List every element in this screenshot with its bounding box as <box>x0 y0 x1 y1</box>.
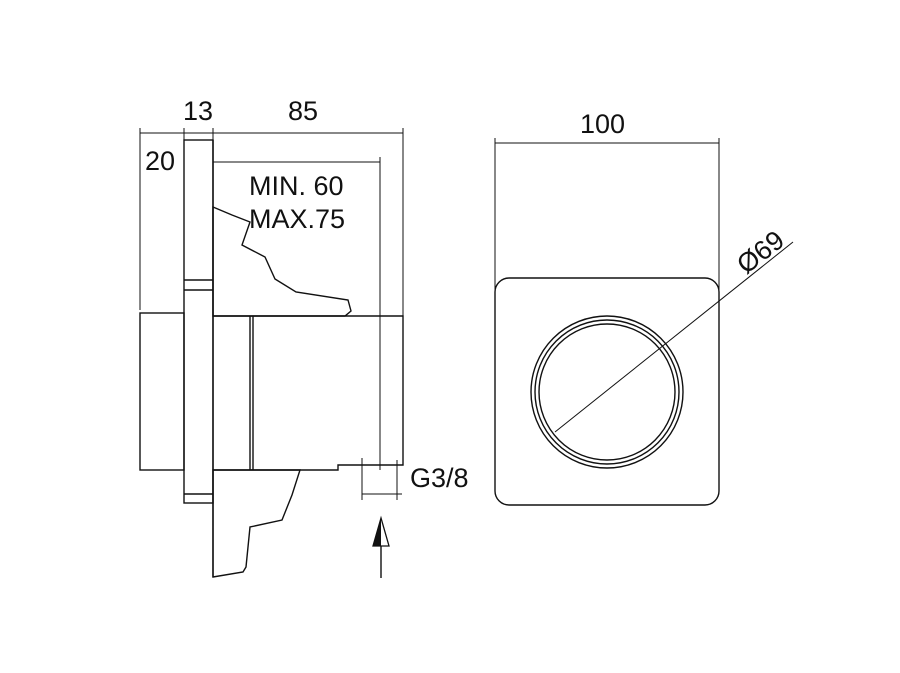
outer-ring <box>530 315 684 469</box>
front-cover <box>139 312 185 471</box>
thread-dimension <box>361 458 402 500</box>
dim-min-label: MIN. 60 <box>249 171 344 201</box>
side-view: 20 13 85 MIN. 60 MAX.75 G3/8 <box>139 96 469 578</box>
flow-arrow-icon <box>372 515 390 578</box>
dim-20-label: 20 <box>145 146 175 176</box>
front-view: 100 Ø69 <box>494 109 794 506</box>
thread-label: G3/8 <box>410 463 469 493</box>
hatched-wall-section <box>212 205 352 578</box>
flange-plate <box>183 139 214 577</box>
diameter-line <box>554 241 794 433</box>
cover-plate <box>494 277 720 506</box>
diameter-label: Ø69 <box>731 225 790 280</box>
dim-13-label: 13 <box>183 96 213 126</box>
dim-100-label: 100 <box>580 109 625 139</box>
dimension-lines-top <box>139 128 404 470</box>
valve-body <box>213 315 404 471</box>
dim-85-label: 85 <box>288 96 318 126</box>
dim-max-label: MAX.75 <box>249 204 345 234</box>
